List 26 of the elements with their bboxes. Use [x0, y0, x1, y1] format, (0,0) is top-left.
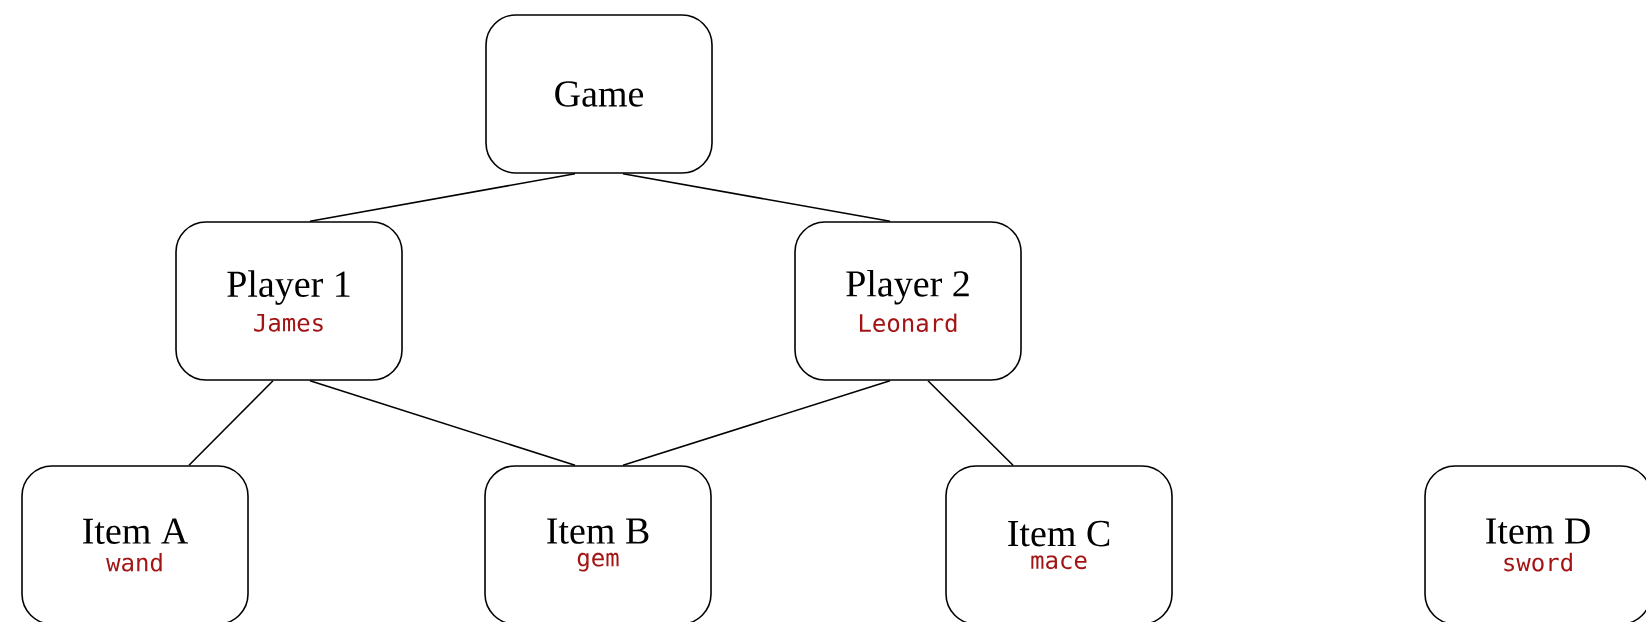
- connector-line: [188, 380, 274, 466]
- object-box: [175, 221, 403, 381]
- connector-line: [309, 173, 576, 222]
- object-box: [21, 465, 249, 622]
- node-title: Item D: [1486, 518, 1590, 544]
- node-title: Item C: [1008, 520, 1110, 547]
- object-box: [484, 465, 712, 622]
- variable-name: Leonard: [859, 313, 957, 333]
- variable-name: mace: [1031, 555, 1087, 570]
- variable-name: James: [254, 313, 323, 332]
- object-box: [1424, 465, 1646, 622]
- node-title: Player 2: [846, 269, 969, 305]
- variable-name: sword: [1504, 552, 1572, 572]
- connector-line: [622, 380, 891, 466]
- node-title: Item A: [83, 518, 189, 544]
- connector-line: [622, 173, 891, 222]
- connector-line: [927, 380, 1014, 466]
- object-box: [945, 465, 1173, 622]
- object-box: [485, 14, 713, 174]
- node-title: Item B: [547, 518, 649, 544]
- variable-name: wand: [106, 552, 162, 572]
- node-title: Player 1: [227, 270, 350, 305]
- connector-line: [309, 380, 576, 466]
- variable-name: gem: [577, 552, 619, 572]
- node-title: Game: [555, 81, 644, 107]
- object-box: [794, 221, 1022, 381]
